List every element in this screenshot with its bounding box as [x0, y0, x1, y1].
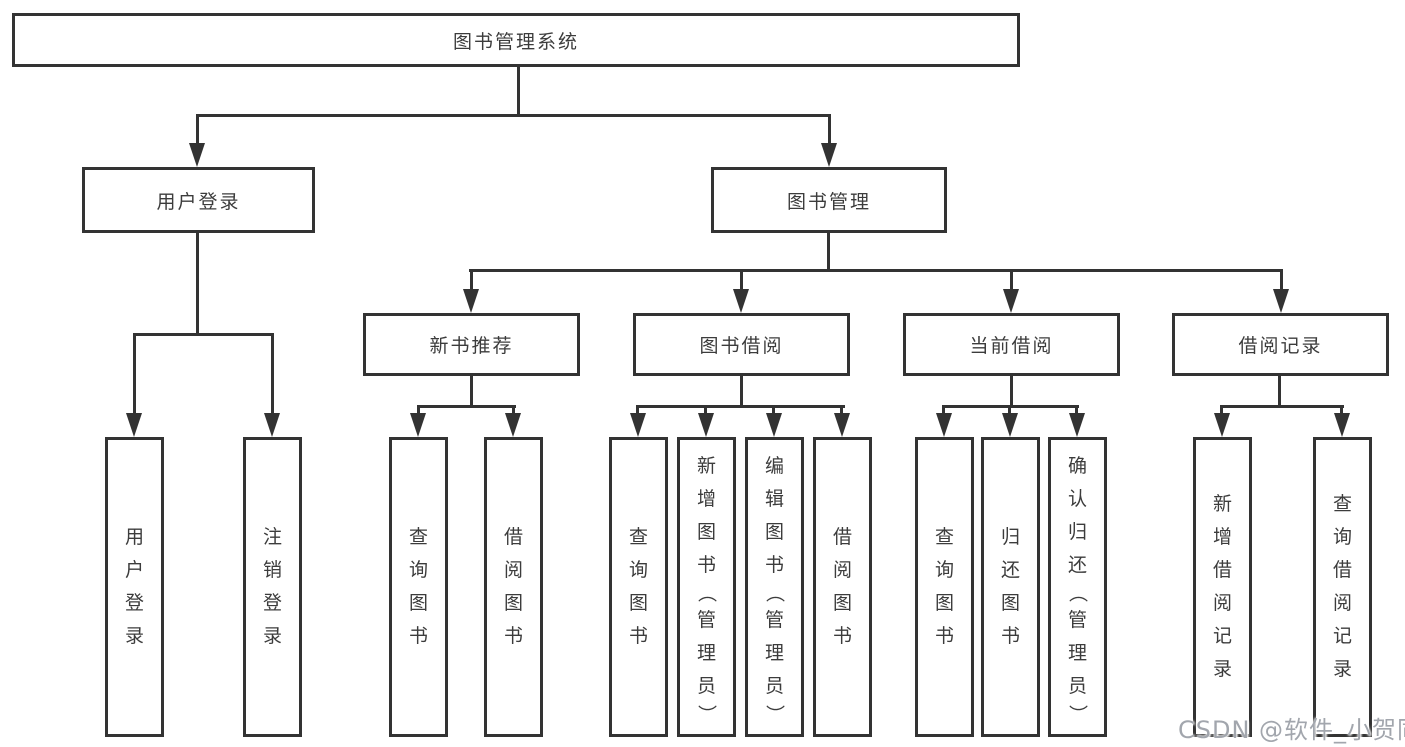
arrowhead-leaf: [1002, 413, 1018, 437]
connector-records-trunk: [1278, 376, 1281, 407]
arrowhead-leaf: [834, 413, 850, 437]
connector-newbooks-split: [417, 405, 516, 408]
arrowhead-leaf: [1214, 413, 1230, 437]
connector-mgmt-split: [469, 269, 1282, 272]
connector-drop: [417, 405, 420, 416]
connector-drop: [512, 405, 515, 416]
connector-records-split: [1220, 405, 1344, 408]
connector-drop: [772, 405, 775, 416]
node-user-login: 用户登录: [82, 167, 315, 233]
connector-drop: [636, 405, 639, 416]
connector-drop-new-books: [470, 269, 473, 292]
leaf-add-book-admin: 新增图书（管理员）: [677, 437, 736, 737]
leaf-user-login: 用户登录: [105, 437, 164, 737]
connector-current-trunk: [1010, 376, 1013, 407]
connector-drop: [1008, 405, 1011, 416]
connector-drop: [1340, 405, 1343, 416]
node-current-borrowing: 当前借阅: [903, 313, 1120, 376]
connector-drop: [942, 405, 945, 416]
arrowhead-user-login: [189, 143, 205, 167]
connector-login-trunk: [196, 233, 199, 334]
connector-borrowing-split: [636, 405, 845, 408]
connector-drop: [1220, 405, 1223, 416]
arrowhead-borrowing-records: [1273, 289, 1289, 313]
connector-mgmt-trunk: [827, 233, 830, 271]
arrowhead-new-books: [463, 289, 479, 313]
leaf-add-borrow-record: 新增借阅记录: [1193, 437, 1252, 737]
watermark: CSDN @软件_小贺同学: [1178, 716, 1405, 744]
arrowhead-leaf: [698, 413, 714, 437]
arrowhead-leaf: [410, 413, 426, 437]
arrowhead-leaf: [766, 413, 782, 437]
arrowhead-current-borrowing: [1003, 289, 1019, 313]
node-borrowing-records-label: 借阅记录: [1238, 335, 1323, 357]
connector-drop-borrowing-records: [1280, 269, 1283, 292]
connector-drop: [704, 405, 707, 416]
leaf-query-books-newbooks: 查询图书: [389, 437, 448, 737]
node-current-borrowing-label: 当前借阅: [969, 335, 1054, 357]
node-book-management-label: 图书管理: [786, 190, 871, 213]
arrowhead-leaf: [936, 413, 952, 437]
arrowhead-leaf: [630, 413, 646, 437]
node-library-system-label: 图书管理系统: [452, 30, 579, 53]
node-new-book-recommend: 新书推荐: [363, 313, 580, 376]
leaf-query-books-borrowing: 查询图书: [609, 437, 668, 737]
connector-login-split: [133, 333, 274, 336]
arrowhead-leaf-login: [126, 413, 142, 437]
node-new-book-recommend-label: 新书推荐: [429, 335, 514, 357]
leaf-confirm-return-admin: 确认归还（管理员）: [1048, 437, 1107, 737]
arrowhead-leaf: [505, 413, 521, 437]
arrowhead-leaf-logout: [264, 413, 280, 437]
leaf-borrow-books-borrowing: 借阅图书: [813, 437, 872, 737]
arrowhead-leaf: [1334, 413, 1350, 437]
leaf-borrow-books-newbooks: 借阅图书: [484, 437, 543, 737]
connector-drop-book-borrowing: [740, 269, 743, 292]
connector-borrowing-trunk: [740, 376, 743, 407]
node-library-system: 图书管理系统: [12, 13, 1020, 67]
leaf-return-books: 归还图书: [981, 437, 1040, 737]
connector-drop: [840, 405, 843, 416]
connector-drop-user-login: [196, 114, 199, 146]
node-book-borrowing: 图书借阅: [633, 313, 850, 376]
node-user-login-label: 用户登录: [156, 190, 241, 213]
arrowhead-leaf: [1069, 413, 1085, 437]
node-book-management: 图书管理: [711, 167, 947, 233]
arrowhead-book-management: [821, 143, 837, 167]
connector-drop: [1075, 405, 1078, 416]
connector-drop-leaf-login: [133, 333, 136, 417]
node-book-borrowing-label: 图书借阅: [699, 335, 784, 357]
leaf-query-borrow-record: 查询借阅记录: [1313, 437, 1372, 737]
node-borrowing-records: 借阅记录: [1172, 313, 1389, 376]
leaf-edit-book-admin: 编辑图书（管理员）: [745, 437, 804, 737]
leaf-logout: 注销登录: [243, 437, 302, 737]
arrowhead-book-borrowing: [733, 289, 749, 313]
connector-root-split: [196, 114, 831, 117]
connector-drop-leaf-logout: [271, 333, 274, 417]
connector-drop-current-borrowing: [1010, 269, 1013, 292]
connector-newbooks-trunk: [470, 376, 473, 407]
connector-root-trunk: [517, 67, 520, 115]
connector-drop-book-management: [828, 114, 831, 146]
leaf-query-books-current: 查询图书: [915, 437, 974, 737]
